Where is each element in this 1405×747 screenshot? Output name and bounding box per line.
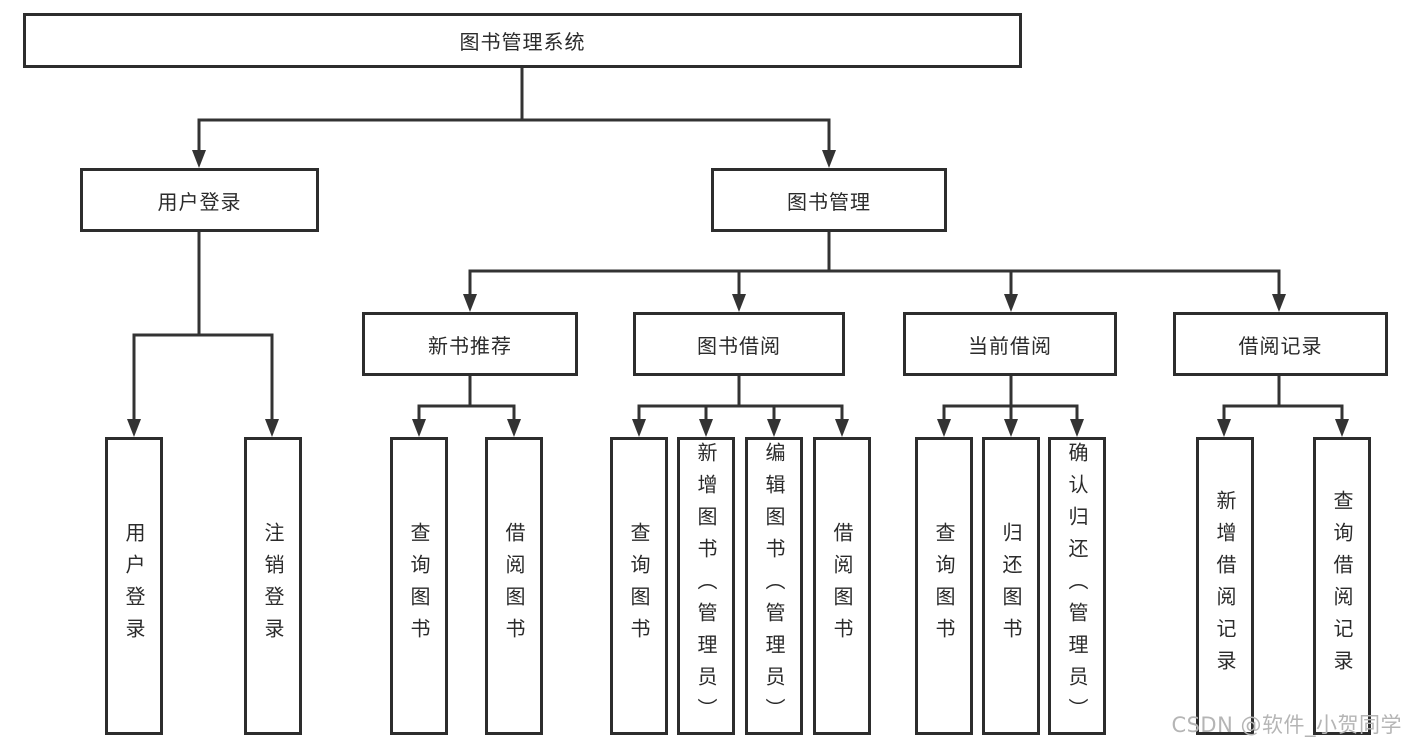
arrow-down-icon — [507, 419, 521, 437]
leaf-borrow-books: 借阅图书 — [813, 437, 871, 735]
arrow-down-icon — [632, 419, 646, 437]
node-label: 图书借阅 — [697, 333, 781, 358]
leaf-logout: 注销登录 — [244, 437, 302, 735]
leaf-edit-book-admin: 编辑图书（管理员） — [745, 437, 803, 735]
node-label: 查询图书 — [627, 522, 651, 650]
leaf-add-book-admin: 新增图书（管理员） — [677, 437, 735, 735]
node-label: 注销登录 — [261, 522, 285, 650]
node-label: 新书推荐 — [428, 333, 512, 358]
arrow-down-icon — [265, 419, 279, 437]
node-label: 图书管理系统 — [459, 30, 586, 54]
leaf-query-books-current: 查询图书 — [915, 437, 973, 735]
leaf-query-books-borrow: 查询图书 — [610, 437, 668, 735]
node-new-book-recommend: 新书推荐 — [362, 312, 578, 376]
arrowheads — [127, 150, 1349, 437]
node-label: 查询图书 — [407, 522, 431, 650]
node-label: 借阅图书 — [502, 522, 526, 650]
leaf-borrow-books-recommend: 借阅图书 — [485, 437, 543, 735]
arrow-down-icon — [937, 419, 951, 437]
node-label: 借阅图书 — [830, 522, 854, 650]
connector-newrec-split — [417, 404, 516, 424]
node-label: 归还图书 — [999, 522, 1023, 650]
connector-borrow-split — [637, 404, 844, 424]
node-book-management: 图书管理 — [711, 168, 947, 232]
arrow-down-icon — [1217, 419, 1231, 437]
arrow-down-icon — [412, 419, 426, 437]
arrow-down-icon — [767, 419, 781, 437]
arrow-down-icon — [127, 419, 141, 437]
connector-userlogin-split — [132, 333, 274, 424]
arrow-down-icon — [1004, 419, 1018, 437]
node-label: 当前借阅 — [968, 333, 1052, 358]
node-label: 新增借阅记录 — [1213, 490, 1237, 682]
arrow-down-icon — [192, 150, 206, 168]
leaf-user-login: 用户登录 — [105, 437, 163, 735]
arrow-down-icon — [1070, 419, 1084, 437]
leaf-query-borrow-record: 查询借阅记录 — [1313, 437, 1371, 735]
arrow-down-icon — [732, 294, 746, 312]
connector-record-split — [1222, 404, 1344, 424]
node-user-login: 用户登录 — [80, 168, 319, 232]
arrow-down-icon — [1004, 294, 1018, 312]
connector-root-split — [197, 118, 831, 152]
arrow-down-icon — [1335, 419, 1349, 437]
leaf-confirm-return-admin: 确认归还（管理员） — [1048, 437, 1106, 735]
node-label: 用户登录 — [157, 189, 242, 214]
csdn-watermark: CSDN @软件_小贺同学 — [1171, 713, 1402, 737]
node-label: 借阅记录 — [1238, 333, 1323, 358]
arrow-down-icon — [1272, 294, 1286, 312]
node-label: 编辑图书（管理员） — [762, 442, 786, 730]
arrow-down-icon — [463, 294, 477, 312]
node-label: 确认归还（管理员） — [1065, 442, 1089, 730]
leaf-query-books-recommend: 查询图书 — [390, 437, 448, 735]
node-library-management-system: 图书管理系统 — [23, 13, 1022, 68]
leaf-return-book: 归还图书 — [982, 437, 1040, 735]
node-label: 图书管理 — [787, 189, 871, 214]
leaf-add-borrow-record: 新增借阅记录 — [1196, 437, 1254, 735]
node-book-borrowing: 图书借阅 — [633, 312, 845, 376]
node-label: 查询借阅记录 — [1330, 490, 1354, 682]
node-current-borrowing: 当前借阅 — [903, 312, 1117, 376]
arrow-down-icon — [835, 419, 849, 437]
node-label: 新增图书（管理员） — [694, 442, 718, 730]
node-label: 用户登录 — [122, 522, 146, 650]
arrow-down-icon — [699, 419, 713, 437]
connector-bookmgmt-split — [468, 269, 1281, 297]
arrow-down-icon — [822, 150, 836, 168]
node-label: 查询图书 — [932, 522, 956, 650]
node-borrowing-records: 借阅记录 — [1173, 312, 1388, 376]
